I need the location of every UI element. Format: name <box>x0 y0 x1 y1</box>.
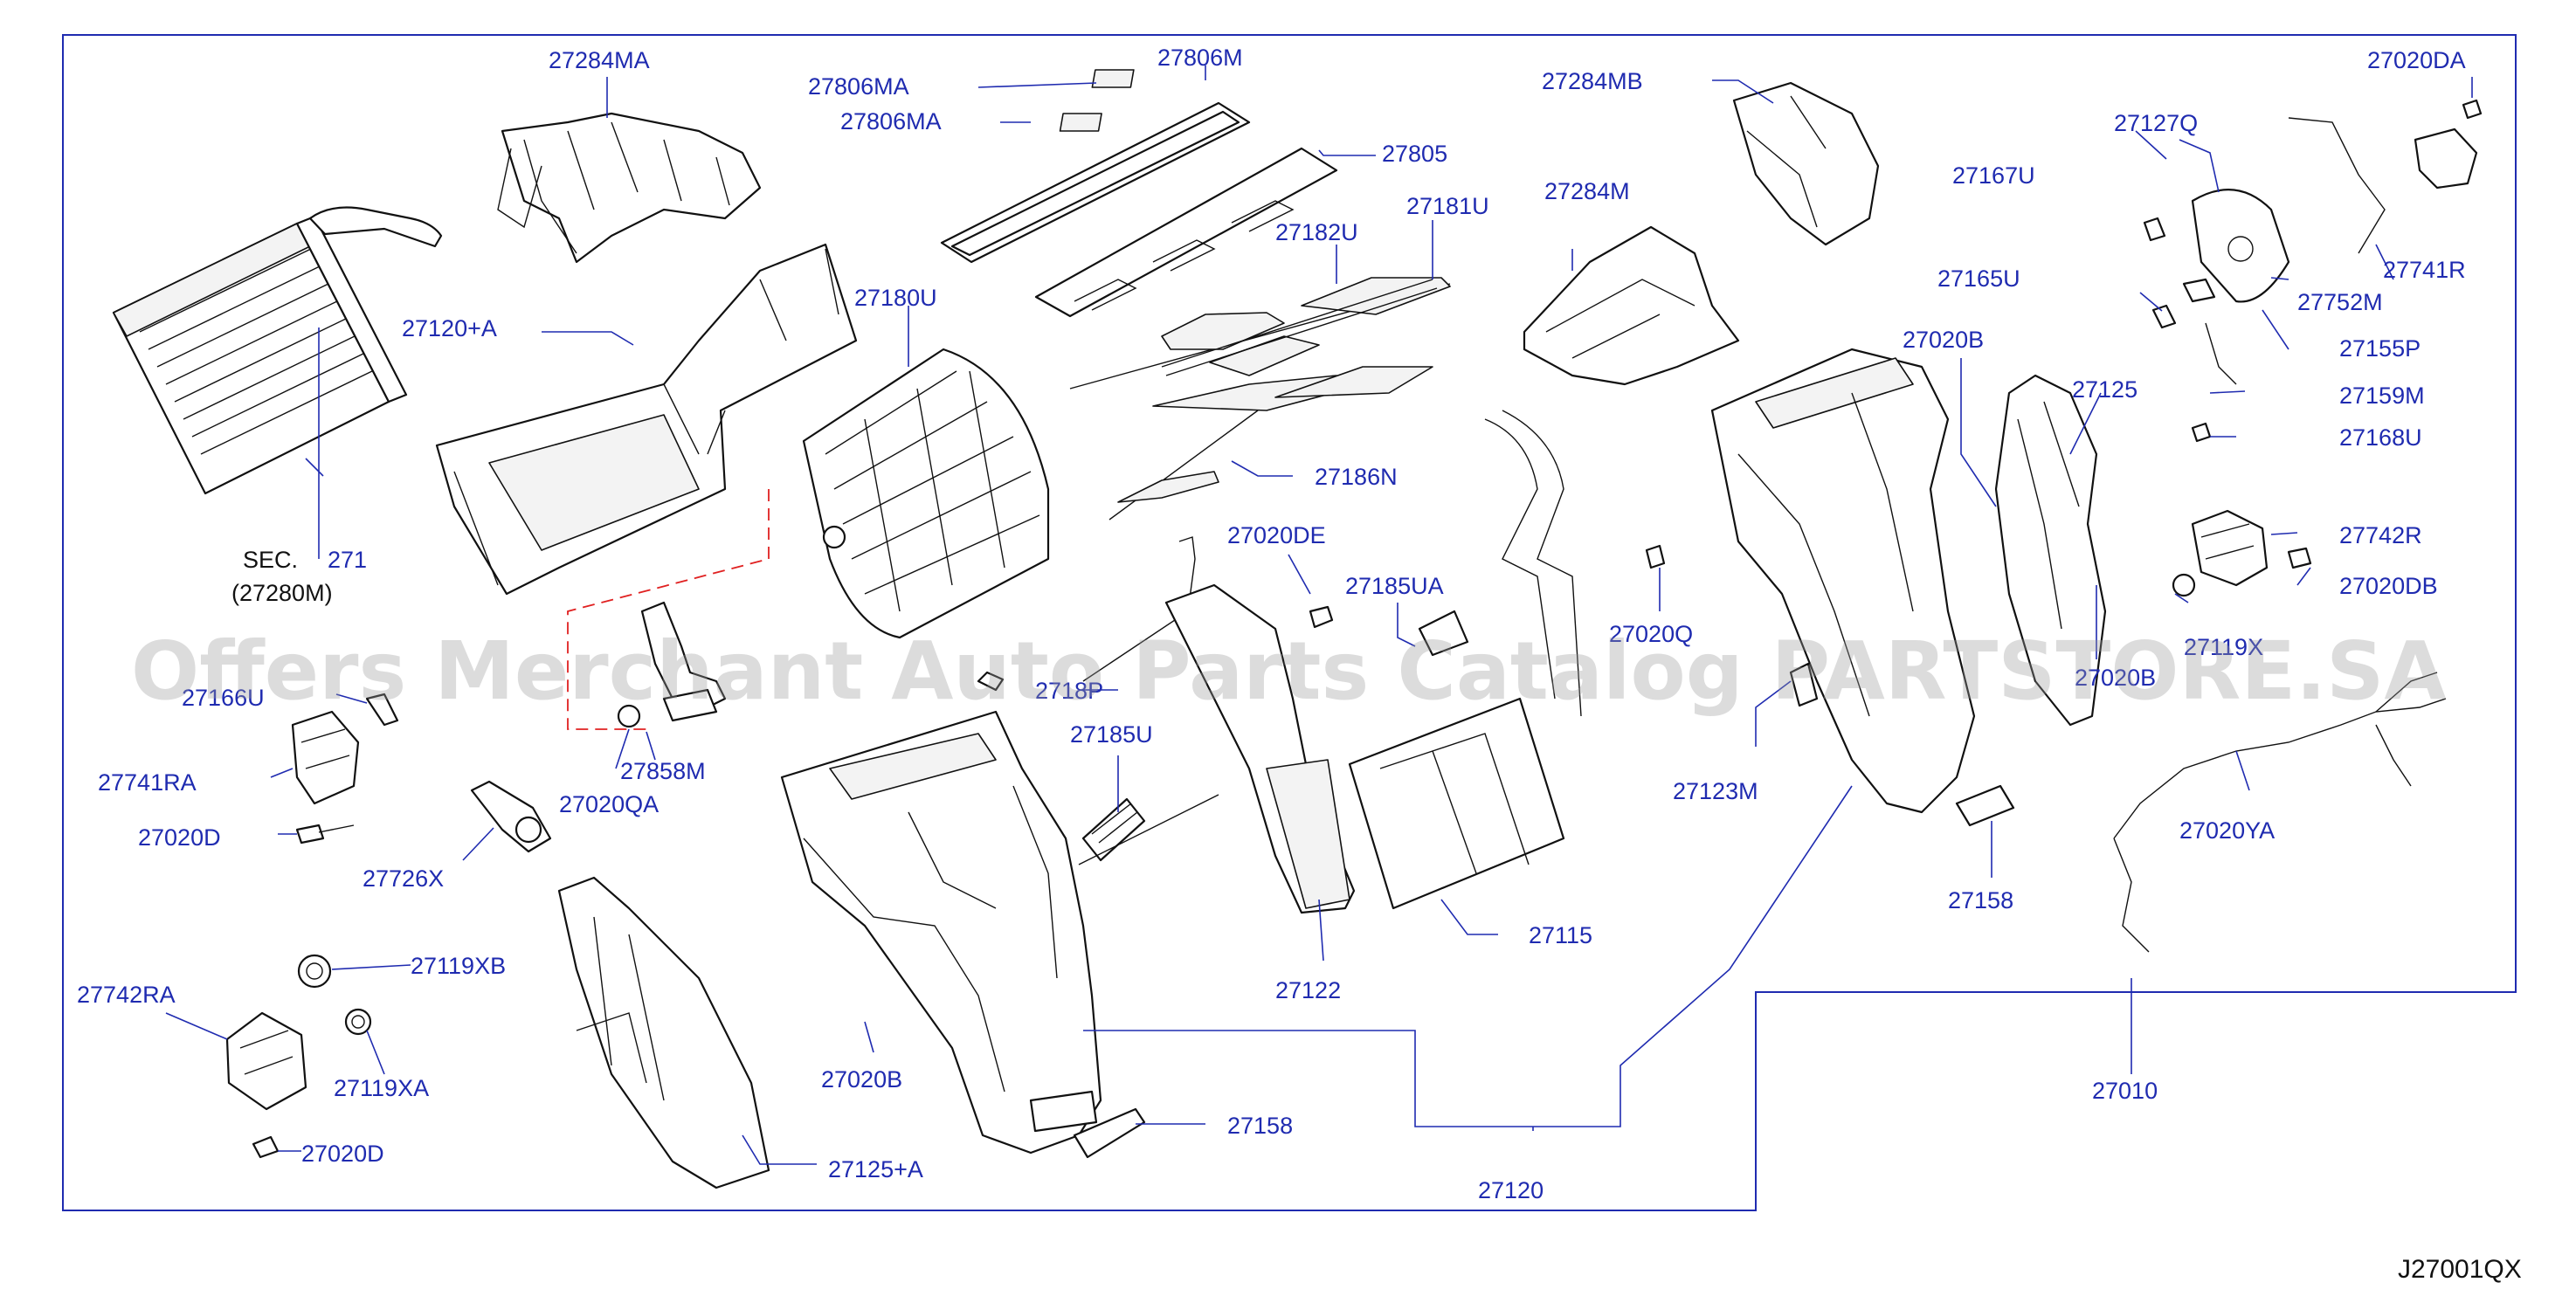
label-27284MB: 27284MB <box>1542 68 1643 94</box>
label-sec: SEC. <box>243 547 298 573</box>
label-27742R: 27742R <box>2339 522 2422 548</box>
link-27165U-illustration <box>2151 278 2216 329</box>
lever-27155P-illustration <box>2191 189 2290 303</box>
duct-27284M-illustration <box>1523 225 1740 386</box>
label-27125: 27125 <box>2072 376 2137 403</box>
label-27806M: 27806M <box>1157 45 1243 71</box>
label-27159M: 27159M <box>2339 383 2425 409</box>
label-27185U: 27185U <box>1070 721 1153 748</box>
evaporator-core-illustration <box>112 206 443 495</box>
link-27168U-illustration <box>2191 422 2212 443</box>
diagram-frame <box>62 34 2517 1211</box>
label-27020Q: 27020Q <box>1609 621 1693 647</box>
label-27858M: 27858M <box>620 758 706 784</box>
label-27119XA: 27119XA <box>334 1075 429 1101</box>
label-27020D-lower: 27020D <box>301 1141 384 1167</box>
label-27119XB: 27119XB <box>411 953 506 979</box>
air-filter-27806M-illustration <box>940 69 1251 264</box>
seal-27158-left-illustration <box>1073 1107 1146 1159</box>
label-27284MA: 27284MA <box>549 47 650 73</box>
label-27010: 27010 <box>2092 1078 2158 1104</box>
label-27155P: 27155P <box>2339 335 2421 362</box>
heater-case-27120-illustration <box>780 710 1102 1155</box>
label-27119X: 27119X <box>2184 634 2263 660</box>
sensor-27726X-illustration <box>470 780 552 853</box>
duct-27284MA-illustration <box>497 112 762 264</box>
label-27122: 27122 <box>1275 977 1341 1003</box>
label-27284M: 27284M <box>1544 178 1630 204</box>
case-27122-illustration <box>1164 583 1356 914</box>
label-27805: 27805 <box>1382 141 1447 167</box>
actuator-27742R-illustration <box>2172 509 2269 597</box>
screw-27020DB-illustration <box>2287 547 2312 569</box>
label-27020B-right: 27020B <box>2075 665 2156 691</box>
duct-27284MB-illustration <box>1732 81 1880 246</box>
actuator-27742RA-illustration <box>225 1011 307 1159</box>
watermark: Offers Merchant Auto Parts Catalog PARTS… <box>131 624 2447 718</box>
label-27182U: 27182U <box>1275 219 1358 245</box>
seal-27158-right-illustration <box>1955 784 2015 827</box>
label-27020B-upper: 27020B <box>1903 327 1984 353</box>
mode-case-right-illustration <box>1710 348 1976 814</box>
label-27020QA: 27020QA <box>559 791 659 817</box>
label-27120: 27120 <box>1478 1177 1544 1203</box>
label-27120A: 27120+A <box>402 315 497 341</box>
label-27020DB: 27020DB <box>2339 573 2438 599</box>
label-27186N: 27186N <box>1315 464 1398 490</box>
label-sec-271: 271 <box>328 547 367 573</box>
label-2718P: 2718P <box>1035 678 1103 704</box>
heater-core-27115-illustration <box>1348 410 1582 910</box>
label-27115: 27115 <box>1529 922 1592 948</box>
label-27726X: 27726X <box>363 865 444 892</box>
clip-27020Q-illustration <box>1645 544 1666 569</box>
drain-hose-illustration <box>567 489 770 730</box>
label-27181U: 27181U <box>1406 193 1489 219</box>
grille-27185U-illustration <box>1078 794 1219 865</box>
gear-27119XA-illustration <box>344 1008 372 1036</box>
label-27158-lower: 27158 <box>1227 1113 1293 1139</box>
label-27167U: 27167U <box>1952 162 2035 189</box>
actuator-27741RA-illustration <box>291 693 399 805</box>
label-27165U: 27165U <box>1937 265 2020 292</box>
mode-door-assembly-illustration <box>1069 277 1451 520</box>
actuator-27741R-illustration <box>2288 99 2483 254</box>
blower-housing-27180U-illustration <box>802 348 1050 639</box>
label-27752M: 27752M <box>2297 289 2383 315</box>
diagram-code: J27001QX <box>2398 1255 2522 1284</box>
gear-27119XB-illustration <box>297 954 332 989</box>
label-27166U: 27166U <box>182 685 265 711</box>
label-27020DE: 27020DE <box>1227 522 1326 548</box>
part-number-labels: 27284MA 27806MA 27806M 27806MA 27805 272… <box>77 45 2466 1203</box>
filter-frame-27805-illustration <box>1034 147 1338 318</box>
clip-27020DE-illustration <box>1309 605 1334 629</box>
label-27127Q: 27127Q <box>2114 110 2198 136</box>
door-rod-illustration <box>977 536 1196 692</box>
label-27168U: 27168U <box>2339 424 2422 451</box>
label-27185UA: 27185UA <box>1345 573 1444 599</box>
label-27020B-lower: 27020B <box>821 1066 902 1093</box>
screw-27020D-illustration <box>295 824 355 844</box>
label-27741R: 27741R <box>2383 257 2466 283</box>
wiring-harness-illustration <box>2113 672 2447 953</box>
label-27741RA: 27741RA <box>98 769 197 796</box>
label-27806MA-upper: 27806MA <box>808 73 909 100</box>
side-case-27125-illustration <box>1994 374 2107 727</box>
label-27806MA-lower: 27806MA <box>840 108 942 134</box>
lever-27159M-illustration <box>2205 322 2237 385</box>
label-27020YA: 27020YA <box>2179 817 2275 844</box>
label-27158-right: 27158 <box>1948 887 2013 913</box>
side-case-27125A-illustration <box>557 876 770 1189</box>
label-27180U: 27180U <box>854 285 937 311</box>
lower-case-27120A-illustration <box>435 243 858 596</box>
label-27280M: (27280M) <box>231 580 333 606</box>
label-27742RA: 27742RA <box>77 982 176 1008</box>
leader-lines <box>165 65 2473 1165</box>
label-27123M: 27123M <box>1673 778 1758 804</box>
grille-27185UA-illustration <box>1418 610 1469 657</box>
label-27020D-upper: 27020D <box>138 824 221 851</box>
label-27125A: 27125+A <box>828 1156 923 1182</box>
bolt-27167U-illustration <box>2143 217 2166 242</box>
label-27020DA: 27020DA <box>2367 47 2466 73</box>
